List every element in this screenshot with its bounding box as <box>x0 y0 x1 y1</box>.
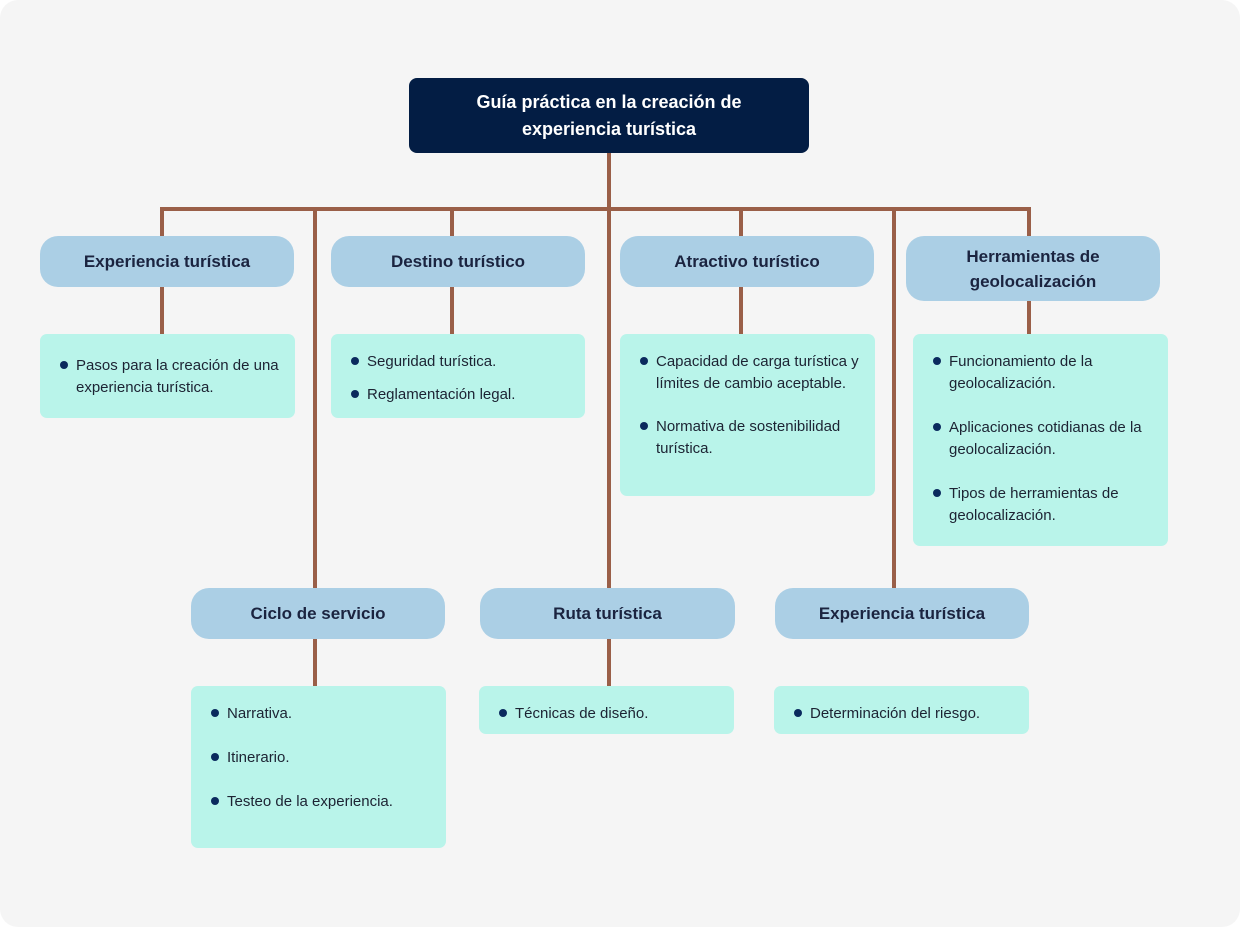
card-destino-turistico: Seguridad turística. Reglamentación lega… <box>331 334 585 418</box>
topic-label: Atractivo turístico <box>674 252 820 271</box>
list-item: Determinación del riesgo. <box>784 703 1015 725</box>
topic-label: Experiencia turística <box>818 604 986 623</box>
topic-label: Herramientas de geolocalización <box>966 246 1100 291</box>
topic-herramientas-geolocalizacion: Herramientas de geolocalización <box>906 236 1160 301</box>
topic-label: Destino turístico <box>390 252 526 271</box>
list-item: Testeo de la experiencia. <box>201 791 432 813</box>
list-item: Seguridad turística. <box>341 351 571 373</box>
topic-label: Experiencia turística <box>83 252 251 271</box>
topic-atractivo-turistico: Atractivo turístico <box>620 236 874 287</box>
list-item: Funcionamiento de la geolocalización. <box>923 351 1154 395</box>
list-item: Itinerario. <box>201 747 432 769</box>
list-item: Aplicaciones cotidianas de la geolocaliz… <box>923 417 1154 461</box>
topic-destino-turistico: Destino turístico <box>331 236 585 287</box>
root-title: Guía práctica en la creación de experien… <box>476 91 742 139</box>
card-atractivo-turistico: Capacidad de carga turística y límites d… <box>620 334 875 496</box>
topic-label: Ruta turística <box>553 604 662 623</box>
list-item: Capacidad de carga turística y límites d… <box>630 351 865 395</box>
topic-experiencia-turistica-2: Experiencia turística <box>775 588 1029 639</box>
list-item: Tipos de herramientas de geolocalización… <box>923 483 1154 527</box>
topic-ciclo-de-servicio: Ciclo de servicio <box>191 588 445 639</box>
list-item: Reglamentación legal. <box>341 384 571 406</box>
list-item: Normativa de sostenibilidad turística. <box>630 416 865 460</box>
root-node: Guía práctica en la creación de experien… <box>409 78 809 153</box>
topic-ruta-turistica: Ruta turística <box>480 588 735 639</box>
card-experiencia-turistica: Pasos para la creación de una experienci… <box>40 334 295 418</box>
topic-experiencia-turistica: Experiencia turística <box>40 236 294 287</box>
list-item: Narrativa. <box>201 703 432 725</box>
list-item: Pasos para la creación de una experienci… <box>50 355 281 399</box>
list-item: Técnicas de diseño. <box>489 703 720 725</box>
card-ciclo-de-servicio: Narrativa. Itinerario. Testeo de la expe… <box>191 686 446 848</box>
card-experiencia-turistica-2: Determinación del riesgo. <box>774 686 1029 734</box>
card-herramientas-geolocalizacion: Funcionamiento de la geolocalización. Ap… <box>913 334 1168 546</box>
topic-label: Ciclo de servicio <box>250 604 386 623</box>
card-ruta-turistica: Técnicas de diseño. <box>479 686 734 734</box>
